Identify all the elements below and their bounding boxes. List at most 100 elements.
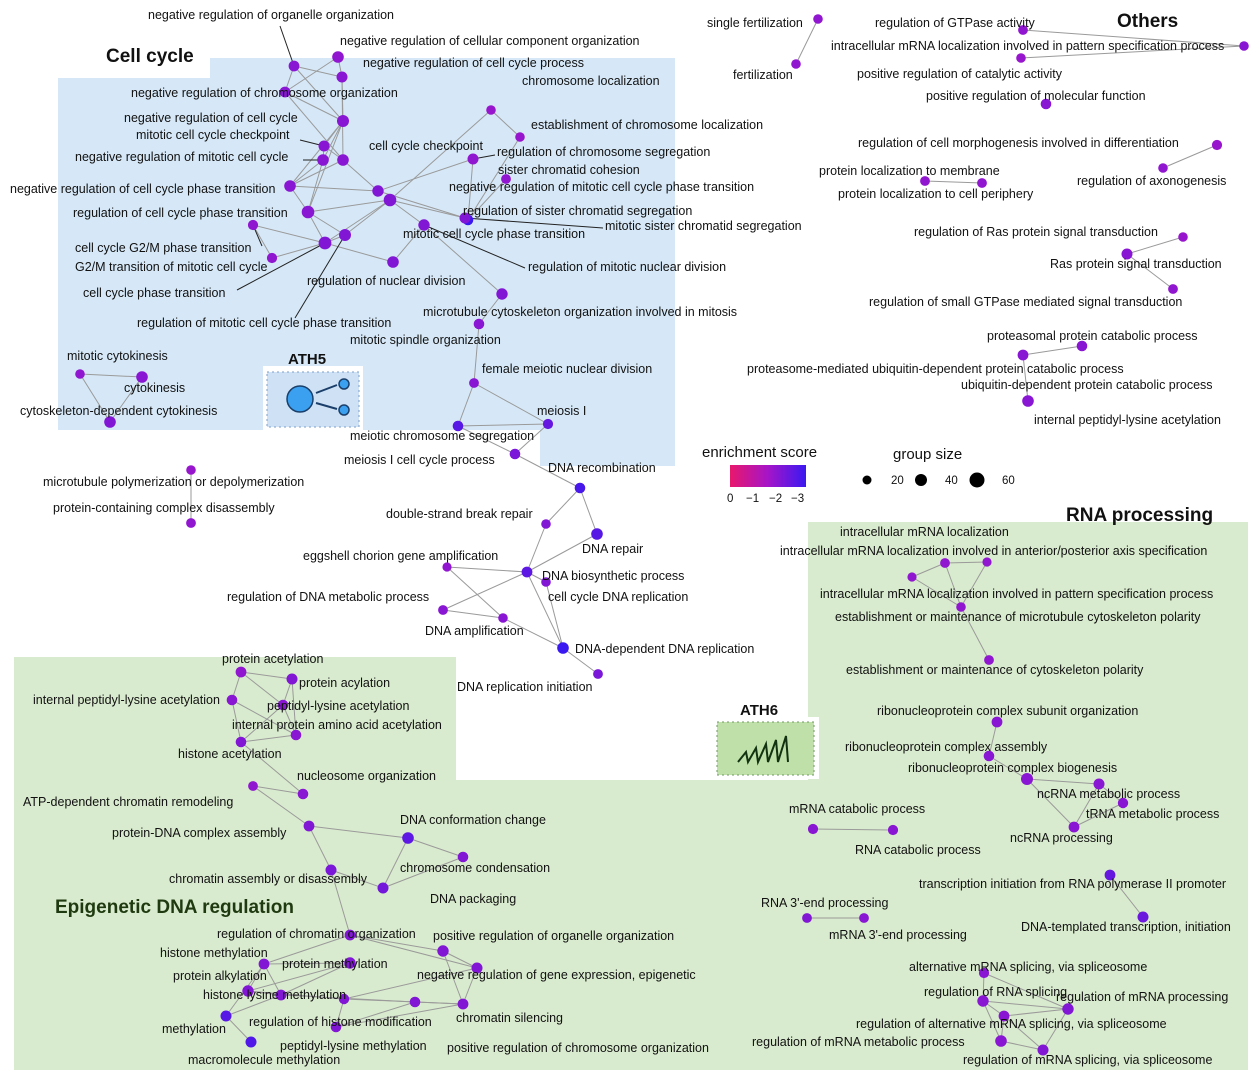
network-node (496, 288, 508, 300)
network-edge (252, 224, 326, 244)
network-edge (389, 199, 425, 226)
network-node (266, 252, 278, 264)
node-label: DNA repair (582, 542, 643, 556)
node-label: regulation of small GTPase mediated sign… (869, 295, 1182, 309)
network-edge (545, 487, 581, 525)
node-label: negative regulation of cellular componen… (340, 34, 640, 48)
network-edge (473, 323, 480, 384)
node-label: ribonucleoprotein complex biogenesis (908, 761, 1117, 775)
network-edge (1042, 1008, 1069, 1051)
node-label: regulation of mitotic nuclear division (528, 260, 726, 274)
node-label: negative regulation of cell cycle phase … (10, 182, 275, 196)
node-label: mitotic cell cycle checkpoint (136, 128, 290, 142)
network-edge (1000, 1040, 1044, 1051)
network-edge (330, 869, 351, 936)
node-label: cell cycle DNA replication (548, 590, 688, 604)
network-node (1021, 773, 1033, 785)
network-edge (263, 934, 351, 965)
node-label: internal peptidyl-lysine acetylation (1034, 413, 1221, 427)
node-label: mitotic sister chromatid segregation (605, 219, 802, 233)
network-edge (322, 120, 344, 161)
node-label: RNA 3'-end processing (761, 896, 889, 910)
network-node (591, 528, 603, 540)
network-node (338, 993, 350, 1005)
ath5-label: ATH5 (288, 351, 326, 368)
network-edge (457, 425, 516, 455)
node-label: positive regulation of catalytic activit… (857, 67, 1063, 81)
network-edge (308, 825, 332, 871)
node-label: eggshell chorion gene amplification (303, 549, 498, 563)
network-edge (1126, 236, 1184, 255)
network-edge (442, 571, 528, 611)
node-label: establishment of chromosome localization (531, 118, 763, 132)
node-label: histone methylation (160, 946, 268, 960)
network-edge (289, 185, 379, 192)
network-edge (502, 617, 564, 649)
network-edge (1073, 802, 1124, 828)
network-edge (457, 423, 549, 427)
epigenetic-group-bg (14, 522, 1248, 1070)
node-label: mitotic spindle organization (350, 333, 501, 347)
network-edge (247, 962, 351, 992)
network-node (541, 577, 551, 587)
enrichment-legend-title: enrichment score (702, 444, 817, 461)
network-edge (324, 242, 394, 263)
node-label: regulation of histone modification (249, 1015, 432, 1029)
node-label: intracellular mRNA localization involved… (820, 587, 1213, 601)
network-node (593, 669, 603, 679)
network-node (1068, 821, 1080, 833)
node-label: negative regulation of mitotic cell cycl… (75, 150, 288, 164)
network-edge (324, 199, 391, 244)
network-edge (231, 699, 242, 743)
node-label: protein-containing complex disassembly (53, 501, 275, 515)
network-node (284, 180, 296, 192)
network-edge (335, 1001, 416, 1028)
network-edge (1003, 1015, 1044, 1051)
network-edge (382, 856, 464, 889)
enrichment-tick: −1 (746, 493, 759, 505)
network-node (521, 566, 533, 578)
network-edge (1073, 783, 1100, 828)
network-node (418, 219, 430, 231)
network-node (1158, 163, 1168, 173)
network-edge (225, 994, 282, 1017)
network-edge (478, 293, 503, 325)
node-label: ribonucleoprotein complex subunit organi… (877, 704, 1138, 718)
size-legend-dot (862, 475, 872, 485)
node-label: fertilization (733, 68, 793, 82)
node-label: internal protein amino acid acetylation (232, 718, 442, 732)
node-label: cytoskeleton-dependent cytokinesis (20, 404, 217, 418)
node-label: negative regulation of gene expression, … (417, 968, 696, 982)
node-label: chromosome condensation (400, 861, 550, 875)
network-edge (467, 136, 521, 221)
network-edge (983, 972, 1069, 1010)
network-edge (1022, 354, 1029, 402)
network-edge (446, 566, 528, 573)
network-edge (263, 963, 282, 996)
network-edge (282, 704, 297, 736)
label-leader-line (423, 224, 526, 269)
node-label: peptidyl-lysine methylation (280, 1039, 427, 1053)
network-node (473, 318, 485, 330)
network-node (372, 185, 384, 197)
network-node (344, 929, 356, 941)
node-label: regulation of DNA metabolic process (227, 590, 429, 604)
ath5-badge: ATH5 (263, 351, 363, 432)
network-edge (289, 159, 344, 187)
network-edge (240, 671, 293, 680)
node-label: establishment or maintenance of microtub… (835, 610, 1201, 624)
network-node (317, 154, 329, 166)
network-node (235, 736, 247, 748)
network-edge (414, 1001, 464, 1005)
node-label: internal peptidyl-lysine acetylation (33, 693, 220, 707)
network-edge (240, 741, 304, 795)
enrichment-tick: −2 (769, 493, 782, 505)
group-title-epigenetic: Epigenetic DNA regulation (55, 897, 294, 918)
network-edge (377, 158, 474, 192)
network-edge (1026, 778, 1075, 828)
node-label: protein acetylation (222, 652, 324, 666)
network-node (457, 998, 469, 1010)
ath6-label: ATH6 (740, 702, 778, 719)
network-node (1117, 797, 1129, 809)
